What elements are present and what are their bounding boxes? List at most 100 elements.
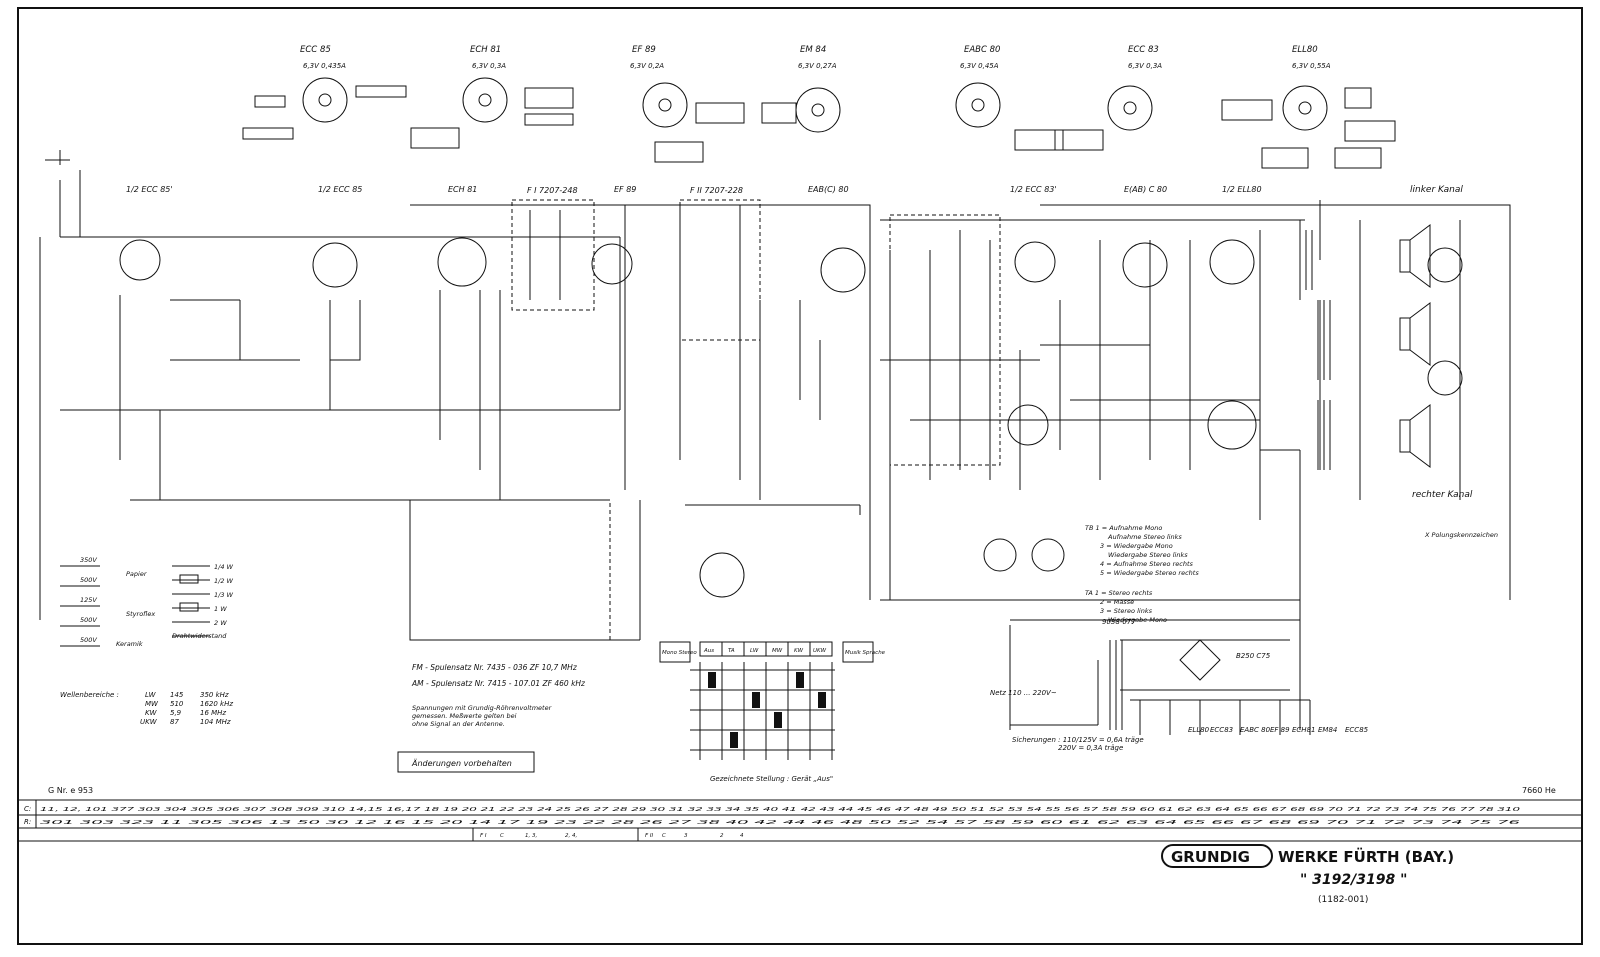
stage-label-eabc80: EAB(C) 80 bbox=[808, 185, 849, 194]
grundig-logo-frame bbox=[1161, 844, 1273, 868]
switch-header-ta: TA bbox=[728, 648, 735, 654]
wave-from-lw: 145 bbox=[170, 691, 184, 699]
tube-socket-header bbox=[242, 77, 1396, 169]
if-ref-7: 3 bbox=[684, 833, 688, 839]
socket-ecc83 bbox=[1054, 85, 1153, 151]
legend-cap-material-5: Keramik bbox=[116, 640, 143, 648]
main-circuit bbox=[39, 150, 1511, 730]
tube-rating-eabc80: 6,3V 0,45A bbox=[960, 62, 999, 70]
legend-res-1: 1/4 W bbox=[214, 563, 234, 571]
socket-ell80 bbox=[1221, 85, 1396, 169]
legend-cap-voltage-4: 500V bbox=[80, 616, 97, 624]
tube-type-ell80: ELL80 bbox=[1292, 45, 1318, 55]
changes-note: Änderungen vorbehalten bbox=[411, 758, 512, 768]
tb-note-1: TB 1 = Aufnahme Mono bbox=[1085, 524, 1162, 532]
if-ref-2: C bbox=[500, 833, 504, 839]
stage-label-ecc85-input: 1/2 ECC 85' bbox=[126, 185, 173, 194]
wave-band-ukw: UKW bbox=[140, 718, 158, 726]
switch-header-mw: MW bbox=[772, 648, 783, 654]
heater-chain-5: ECH81 bbox=[1292, 726, 1315, 734]
ta-note-3: 3 = Stereo links bbox=[1100, 607, 1153, 615]
tube-type-labels: ECC 85 6,3V 0,435A ECH 81 6,3V 0,3A EF 8… bbox=[300, 45, 1331, 70]
drawing-number: G Nr. e 953 bbox=[48, 786, 93, 795]
tube-type-eabc80: EABC 80 bbox=[964, 45, 1000, 55]
power-supply-diagram bbox=[1009, 625, 1311, 735]
stage-labels: 1/2 ECC 85' 1/2 ECC 85 ECH 81 EF 89 EAB(… bbox=[126, 185, 1473, 500]
tube-type-ech81: ECH 81 bbox=[470, 45, 501, 55]
heater-chain-7: ECC85 bbox=[1345, 726, 1369, 734]
tb-note-3: 3 = Wiedergabe Mono bbox=[1100, 542, 1173, 550]
if-ref-1: F I bbox=[480, 833, 487, 839]
polarity-note: X Polungskennzeichen bbox=[1424, 531, 1498, 539]
wave-to-ukw: 104 MHz bbox=[200, 718, 231, 726]
tube-type-ecc85: ECC 85 bbox=[300, 45, 331, 55]
coil-set-notes: FM - Spulensatz Nr. 7435 - 036 ZF 10,7 M… bbox=[411, 663, 586, 728]
rectifier-label: B250 C75 bbox=[1236, 652, 1271, 660]
measurement-note-1: Spannungen mit Grundig-Röhrenvoltmeter bbox=[412, 704, 553, 712]
tube-rating-em84: 6,3V 0,27A bbox=[798, 62, 837, 70]
wave-to-mw: 1620 kHz bbox=[200, 700, 233, 708]
component-legend: 350V Papier 500V 125V Styroflex 500V 500… bbox=[60, 556, 234, 648]
grundig-logo: GRUNDIG bbox=[1171, 848, 1250, 866]
legend-cap-material-1: Papier bbox=[126, 570, 148, 578]
fuses-line-2: 220V = 0,3A träge bbox=[1058, 744, 1123, 752]
ta-note-4: Wiedergabe Mono bbox=[1108, 616, 1167, 624]
legend-res-2: 1/2 W bbox=[214, 577, 234, 585]
if-ref-9: 4 bbox=[740, 833, 744, 839]
footer-identifiers: G Nr. e 953 7660 He bbox=[48, 786, 1556, 795]
tape-notes: TB 1 = Aufnahme Mono Aufnahme Stereo lin… bbox=[1085, 524, 1498, 624]
parts-row-resistors-label: R: bbox=[24, 818, 31, 826]
maker-name: WERKE FÜRTH (BAY.) bbox=[1278, 847, 1454, 866]
socket-ech81 bbox=[410, 77, 574, 149]
parts-row-capacitors: 11, 12, 101 377 303 304 305 306 307 308 … bbox=[40, 807, 1521, 813]
parts-row-resistors: 301 303 323 11 305 306 13 50 30 12 16 15… bbox=[40, 820, 1522, 826]
wave-to-lw: 350 kHz bbox=[200, 691, 229, 699]
switch-header-lw: LW bbox=[750, 648, 759, 654]
heater-chain-4: EF 89 bbox=[1270, 726, 1290, 734]
legend-res-3: 1/3 W bbox=[214, 591, 234, 599]
tube-rating-ef89: 6,3V 0,2A bbox=[630, 62, 664, 70]
tb-note-6: 5 = Wiedergabe Stereo rechts bbox=[1100, 569, 1199, 577]
tube-rating-ecc83: 6,3V 0,3A bbox=[1128, 62, 1162, 70]
fuses-line-1: Sicherungen : 110/125V = 0,6A träge bbox=[1012, 736, 1144, 744]
switch-header-aus: Aus bbox=[703, 648, 714, 654]
stage-label-ech81: ECH 81 bbox=[448, 185, 477, 194]
if-filter-label-1: F I 7207-248 bbox=[527, 186, 578, 195]
ta-note-1: TA 1 = Stereo rechts bbox=[1085, 589, 1153, 597]
legend-res-5: 2 W bbox=[214, 619, 227, 627]
socket-em84 bbox=[761, 87, 841, 133]
wave-band-kw: KW bbox=[145, 709, 158, 717]
if-ref-3: 1, 3, bbox=[525, 833, 537, 839]
switch-caption: Gezeichnete Stellung : Gerät „Aus" bbox=[710, 775, 833, 783]
switch-header-kw: KW bbox=[794, 648, 804, 654]
mains-voltage-label: Netz 110 ... 220V~ bbox=[990, 689, 1057, 697]
am-coil-set: AM - Spulensatz Nr. 7415 - 107.01 ZF 460… bbox=[411, 679, 586, 688]
switch-header-ukw: UKW bbox=[813, 648, 827, 654]
stage-label-ell80: 1/2 ELL80 bbox=[1222, 185, 1262, 194]
switch-musik-sprache: Musik Sprache bbox=[845, 650, 886, 656]
tb-note-5: 4 = Aufnahme Stereo rechts bbox=[1100, 560, 1193, 568]
if-filter-label-2: F II 7207-228 bbox=[690, 186, 743, 195]
stage-label-ef89: EF 89 bbox=[614, 185, 636, 194]
model-code: (1182-001) bbox=[1318, 895, 1368, 905]
tb-note-2: Aufnahme Stereo links bbox=[1107, 533, 1182, 541]
legend-res-6: Drahtwiderstand bbox=[172, 632, 227, 640]
heater-chain-2: ECC83 bbox=[1210, 726, 1233, 734]
changes-note-box: Änderungen vorbehalten bbox=[397, 751, 535, 773]
wave-band-mw: MW bbox=[145, 700, 159, 708]
wave-from-mw: 510 bbox=[170, 700, 184, 708]
legend-cap-voltage-1: 350V bbox=[80, 556, 97, 564]
switch-panel bbox=[659, 641, 874, 760]
fm-coil-set: FM - Spulensatz Nr. 7435 - 036 ZF 10,7 M… bbox=[412, 663, 578, 672]
socket-ecc85 bbox=[242, 77, 407, 140]
mains-transformer-number: 9038-077 bbox=[1102, 618, 1136, 626]
tube-rating-ecc85: 6,3V 0,435A bbox=[303, 62, 346, 70]
heater-chain-3: EABC 80 bbox=[1240, 726, 1271, 734]
tube-type-em84: EM 84 bbox=[800, 45, 826, 55]
wave-ranges: Wellenbereiche : LW 145 350 kHz MW 510 1… bbox=[60, 691, 233, 726]
parts-row-capacitors-label: C: bbox=[24, 805, 31, 813]
drawing-frame bbox=[17, 7, 1583, 945]
stage-label-ecc85: 1/2 ECC 85 bbox=[318, 185, 362, 194]
switch-mono-stereo: Mono Stereo bbox=[662, 650, 697, 656]
